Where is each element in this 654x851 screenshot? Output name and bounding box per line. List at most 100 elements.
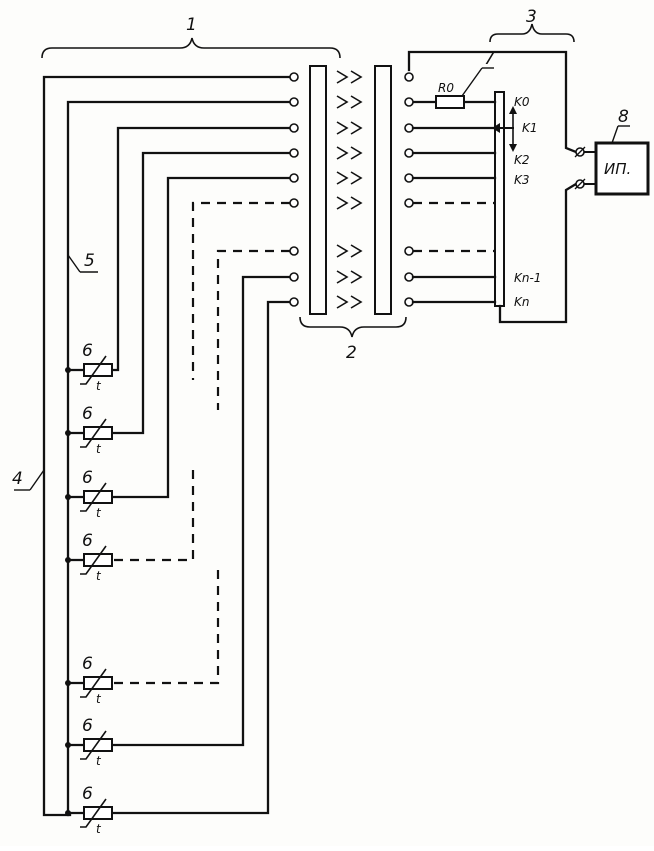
- bracket-3: [489, 23, 575, 43]
- common-wire-4: [42, 75, 292, 817]
- resistor-r0: [435, 95, 465, 109]
- socket-chevron: [350, 270, 363, 284]
- label-t: t: [96, 692, 102, 706]
- left-terminal: [289, 246, 299, 256]
- right-terminal: [404, 97, 414, 107]
- label-t: t: [96, 754, 102, 768]
- dashed-wire-b: [216, 249, 290, 410]
- plug-chevron: [336, 244, 349, 258]
- sensor-wire-n1: [110, 275, 292, 747]
- label-k0: K0: [514, 95, 530, 109]
- label-3: 3: [526, 7, 537, 27]
- label-6: 6: [82, 404, 93, 424]
- thermistor-slash: [80, 355, 107, 385]
- k1-double-arrow-down: [509, 144, 517, 152]
- label-k1: K1: [522, 121, 538, 135]
- thermistor: 6t: [65, 404, 113, 456]
- dashed-wire-a2: [112, 470, 195, 562]
- common-wire-5: [66, 100, 292, 817]
- socket-chevron: [350, 171, 363, 185]
- left-terminal: [289, 123, 299, 133]
- label-t: t: [96, 822, 102, 836]
- sensor-wire-2: [110, 151, 292, 435]
- thermistor-body: [83, 426, 113, 440]
- thermistor: 6t: [65, 716, 113, 768]
- thermistor: 6t: [65, 468, 113, 520]
- label-2: 2: [346, 343, 357, 363]
- thermistor-slash: [80, 668, 107, 698]
- loop-wire-top: [407, 50, 578, 154]
- label-k2: K2: [514, 153, 530, 167]
- label-6: 6: [82, 784, 93, 804]
- label-ip: ИП.: [604, 160, 631, 178]
- label-1: 1: [186, 15, 197, 35]
- label-t: t: [96, 506, 102, 520]
- instrument-ip: [594, 141, 650, 196]
- thermistor: 6t: [65, 531, 113, 583]
- left-terminal: [289, 272, 299, 282]
- bracket-1: [41, 37, 341, 59]
- right-terminal: [404, 148, 414, 158]
- thermistor: 6t: [65, 654, 113, 706]
- socket-chevron: [350, 244, 363, 258]
- right-terminal: [404, 198, 414, 208]
- leader-4: [29, 469, 45, 491]
- thermistor: 6t: [65, 341, 113, 393]
- bracket-2: [299, 316, 407, 338]
- label-4: 4: [12, 469, 23, 489]
- thermistor-body: [83, 553, 113, 567]
- label-6: 6: [82, 716, 93, 736]
- thermistor-slash: [80, 418, 107, 448]
- plug-chevron: [336, 196, 349, 210]
- label-6: 6: [82, 341, 93, 361]
- label-6: 6: [82, 654, 93, 674]
- label-t: t: [96, 569, 102, 583]
- dashed-wire-b2: [112, 570, 220, 685]
- sensor-wire-n: [110, 300, 292, 815]
- k1-double-arrow-up: [509, 106, 517, 114]
- thermistor-body: [83, 806, 113, 820]
- label-kn: Kn: [514, 295, 529, 309]
- left-terminal: [289, 148, 299, 158]
- label-k3: K3: [514, 173, 530, 187]
- thermistor-body: [83, 738, 113, 752]
- loop-wire-bottom: [498, 182, 578, 324]
- left-terminal: [289, 173, 299, 183]
- dashed-wire-a: [191, 201, 290, 380]
- label-6: 6: [82, 531, 93, 551]
- sensor-wire-1: [110, 126, 292, 372]
- socket-chevron: [350, 196, 363, 210]
- left-terminal: [289, 72, 299, 82]
- label-t: t: [96, 379, 102, 393]
- thermistor-body: [83, 363, 113, 377]
- socket-chevron: [350, 121, 363, 135]
- leader-5: [67, 254, 81, 273]
- label-6: 6: [82, 468, 93, 488]
- connector-plate-right: [374, 65, 392, 315]
- connector-plate-left: [309, 65, 327, 315]
- socket-chevron: [350, 95, 363, 109]
- label-t: t: [96, 442, 102, 456]
- right-terminal: [404, 72, 414, 82]
- right-terminal: [404, 297, 414, 307]
- left-terminal: [289, 198, 299, 208]
- thermistor-slash: [80, 730, 107, 760]
- plug-chevron: [336, 146, 349, 160]
- plug-chevron: [336, 270, 349, 284]
- left-terminal: [289, 97, 299, 107]
- label-r0: R0: [438, 81, 454, 95]
- label-7: 7: [484, 49, 495, 69]
- socket-chevron: [350, 146, 363, 160]
- thermistor-slash: [80, 545, 107, 575]
- channel-rows: [289, 70, 497, 309]
- right-terminal: [404, 272, 414, 282]
- label-5: 5: [84, 251, 95, 271]
- sensor-wire-3: [110, 176, 292, 499]
- label-kn1: Kn-1: [514, 271, 541, 285]
- socket-chevron: [350, 295, 363, 309]
- thermistor: 6t: [65, 784, 113, 836]
- right-terminal: [404, 246, 414, 256]
- plug-chevron: [336, 171, 349, 185]
